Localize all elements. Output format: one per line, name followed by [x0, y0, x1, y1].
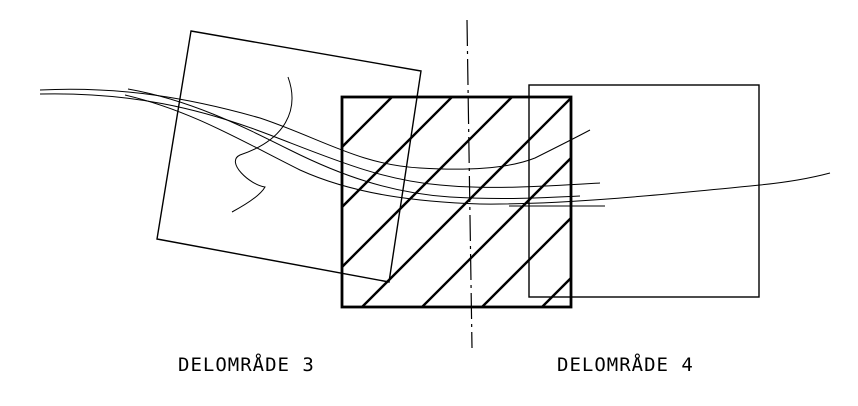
hatch-line	[420, 156, 571, 307]
rotated-parcel-left	[156, 30, 422, 283]
hatch-line	[360, 97, 571, 307]
parcel-right	[528, 84, 760, 298]
road-line-middle	[39, 93, 601, 188]
contour-line	[231, 76, 293, 213]
road-lines	[39, 76, 831, 213]
road-line-lower	[127, 88, 581, 200]
area-label-4: DELOMRÅDE 4	[557, 353, 694, 376]
road-line-long	[124, 94, 831, 205]
hatch-line	[342, 97, 394, 149]
road-line-upper	[39, 88, 591, 170]
hatched-square	[340, 95, 573, 309]
hatch-line	[342, 97, 514, 269]
hatch-line	[480, 216, 571, 307]
hatch-line	[342, 97, 454, 209]
hatched-square-border	[340, 95, 573, 309]
area-label-3: DELOMRÅDE 3	[178, 353, 315, 376]
centre-line	[466, 19, 473, 349]
